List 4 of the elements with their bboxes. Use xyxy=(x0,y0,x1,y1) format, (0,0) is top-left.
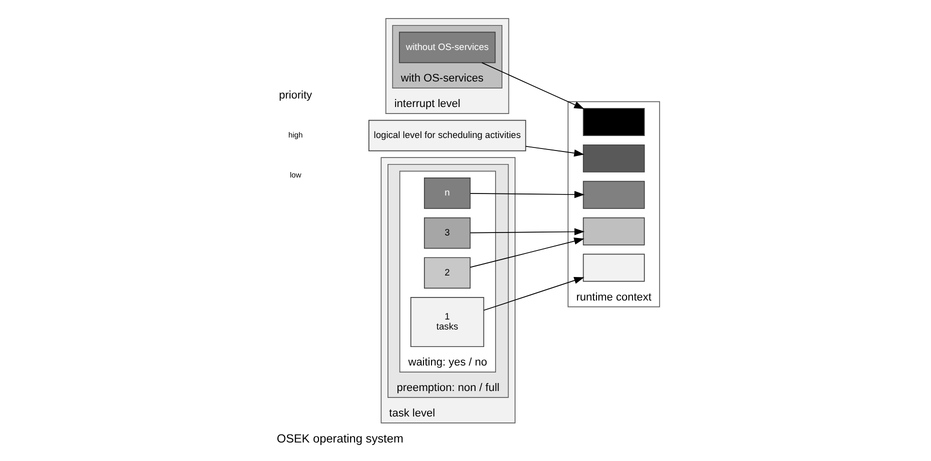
label: low xyxy=(290,170,302,180)
caption: OSEK operating system xyxy=(276,432,404,446)
label: high xyxy=(288,130,303,140)
label: priority xyxy=(279,90,312,102)
